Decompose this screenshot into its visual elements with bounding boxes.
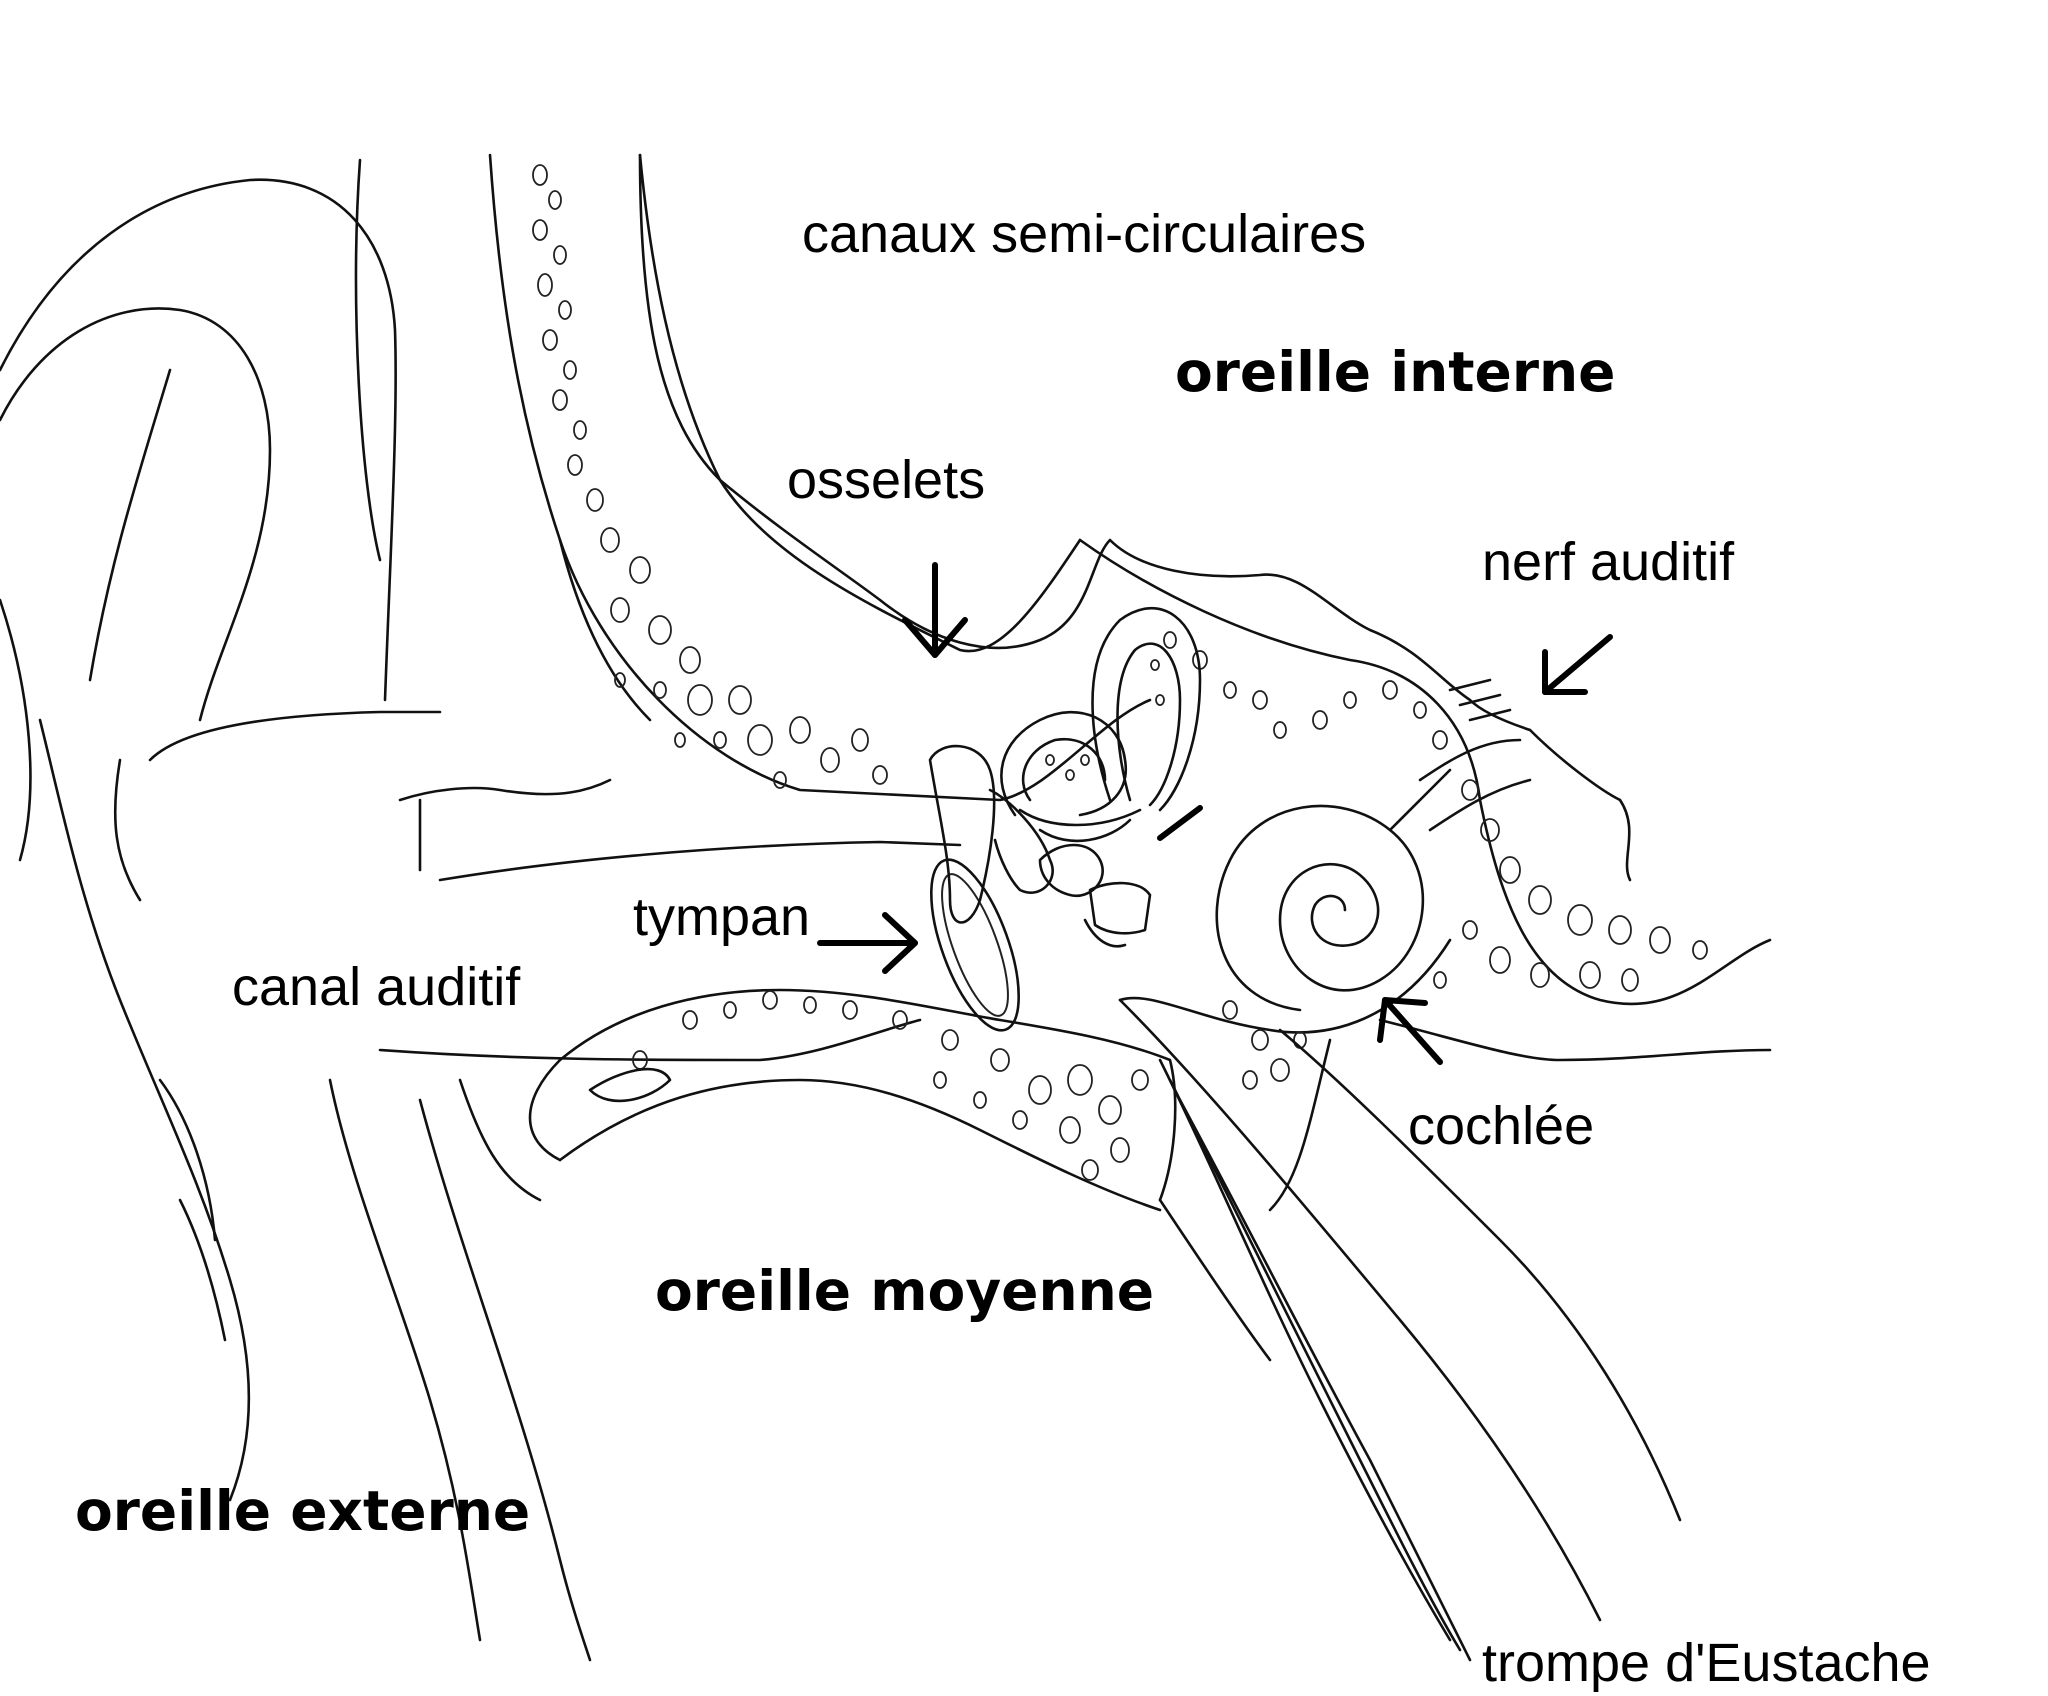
eardrum-shape bbox=[930, 858, 1020, 1032]
label-eardrum: tympan bbox=[633, 887, 810, 947]
bone-texture-lower bbox=[632, 990, 1149, 1181]
label-eustachian-tube: trompe d'Eustache bbox=[1482, 1633, 1931, 1693]
label-outer-ear: oreille externe bbox=[75, 1479, 530, 1543]
bone-cavity bbox=[588, 1067, 672, 1103]
eustachian-tube-shape bbox=[1118, 998, 1682, 1662]
skull-base-edge bbox=[638, 153, 1532, 732]
semicircular-canals-pointer bbox=[1157, 805, 1203, 841]
temporal-bone-lower bbox=[558, 988, 1177, 1212]
auditory-nerve-arrow bbox=[1542, 634, 1613, 695]
label-inner-ear: oreille interne bbox=[1175, 340, 1615, 404]
ossicles-shape bbox=[928, 744, 1152, 948]
pinna-outline bbox=[0, 158, 592, 1662]
cochlea-arrow bbox=[1377, 997, 1443, 1065]
nerve-lines bbox=[1448, 678, 1632, 882]
bone-texture-inner bbox=[1163, 631, 1708, 1090]
label-cochlea: cochlée bbox=[1408, 1096, 1594, 1156]
cochlea-shape bbox=[1215, 738, 1532, 1012]
label-ear-canal: canal auditif bbox=[232, 957, 521, 1017]
label-ossicles: osselets bbox=[787, 450, 985, 510]
ear-canal-outline bbox=[113, 710, 962, 1202]
bone-texture-upper bbox=[532, 164, 888, 789]
eardrum-arrow bbox=[817, 912, 918, 974]
ossicles-arrow bbox=[902, 562, 968, 658]
semicircular-canals-shape bbox=[1000, 607, 1202, 843]
label-middle-ear: oreille moyenne bbox=[655, 1259, 1154, 1323]
label-auditory-nerve: nerf auditif bbox=[1482, 532, 1735, 592]
label-semicircular-canals: canaux semi-circulaires bbox=[802, 204, 1366, 264]
temporal-bone-upper bbox=[488, 153, 1152, 802]
